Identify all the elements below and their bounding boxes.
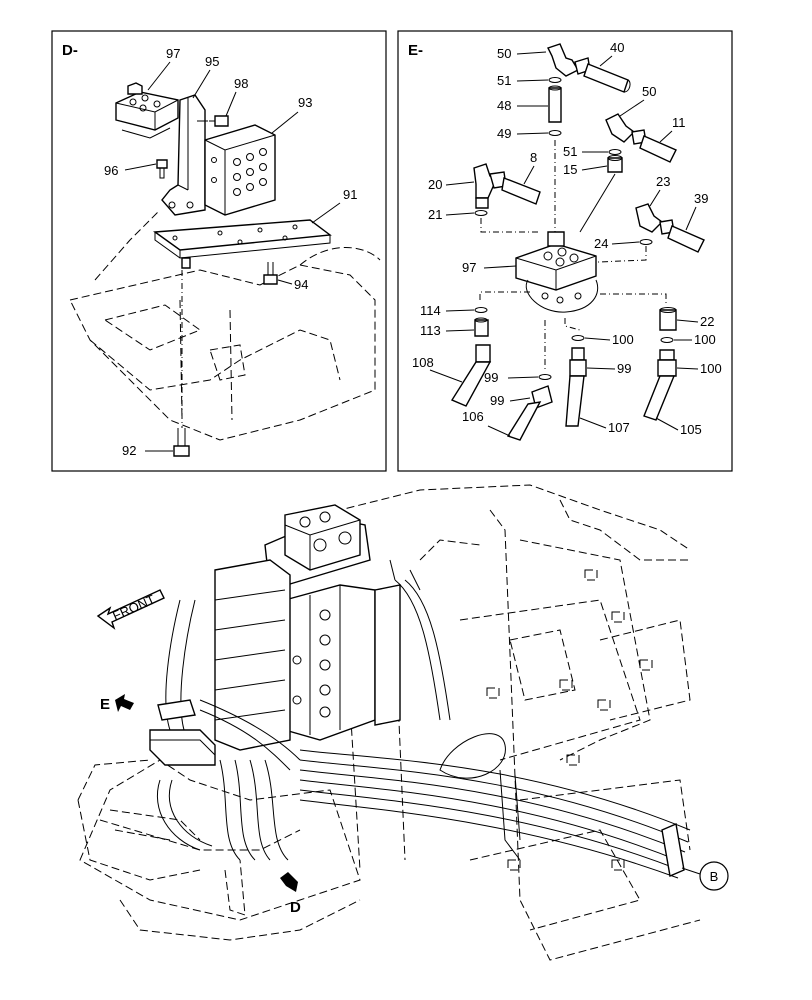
bolt-92 <box>173 270 190 457</box>
callout-e-51-right: 51 <box>563 144 577 159</box>
hoses-left <box>149 599 301 861</box>
fitting-15 <box>607 155 623 173</box>
callout-e-50-top: 50 <box>497 46 511 61</box>
machine-frame-outline <box>79 484 701 961</box>
view-arrow-d: D <box>280 872 301 916</box>
callout-b-circle <box>699 861 729 891</box>
callout-e-113: 113 <box>420 323 441 338</box>
callout-d-94: 94 <box>294 277 308 292</box>
bracket-95 <box>161 94 206 216</box>
panel-e-frame <box>397 30 733 472</box>
oring-100-lower <box>538 374 552 380</box>
panel-d: D- <box>51 30 387 472</box>
panel-e: E- <box>397 30 733 472</box>
valve-block-93 <box>204 124 276 216</box>
callout-e-50-right: 50 <box>642 84 656 99</box>
elbow-fitting-50-top <box>547 43 631 93</box>
oring-51-top <box>548 77 562 83</box>
adapter-48 <box>548 85 562 123</box>
callout-b-label: B <box>710 869 719 884</box>
callout-e-22: 22 <box>700 314 714 329</box>
callout-e-97: 97 <box>462 260 476 275</box>
callout-e-48: 48 <box>497 98 511 113</box>
fitting-22 <box>659 307 677 331</box>
oring-114 <box>474 307 488 313</box>
valve-block-97 <box>115 82 179 139</box>
view-arrow-e: E <box>100 694 134 713</box>
arrow-e-label: E <box>100 696 110 713</box>
control-valve-body <box>214 504 401 751</box>
callout-e-105: 105 <box>680 422 702 437</box>
elbow-fitting-20 <box>473 163 541 209</box>
oring-100-middle <box>571 335 585 341</box>
oring-51-right <box>608 149 622 155</box>
fitting-99-lower <box>506 385 553 441</box>
callout-d-96: 96 <box>104 163 118 178</box>
callout-e-114: 114 <box>420 303 441 318</box>
callout-d-91: 91 <box>343 187 357 202</box>
callout-d-93: 93 <box>298 95 312 110</box>
callout-d-98: 98 <box>234 76 248 91</box>
panel-d-frame <box>51 30 387 472</box>
front-label: FRONT <box>110 592 157 624</box>
panel-e-callouts: 50 40 51 48 49 50 11 51 15 8 20 23 39 <box>412 40 722 437</box>
callout-e-99-right: 100 <box>700 361 722 376</box>
adapter-113 <box>474 317 489 337</box>
callout-e-11: 11 <box>672 115 686 130</box>
fitting-99-right <box>643 349 677 421</box>
bolt-98 <box>197 115 229 127</box>
callout-e-51-top: 51 <box>497 73 511 88</box>
step-outline <box>77 759 246 916</box>
callout-e-108: 108 <box>412 355 434 370</box>
elbow-fitting-23 <box>635 203 705 253</box>
panel-e-header: E- <box>408 42 423 59</box>
callout-e-8: 8 <box>530 150 537 165</box>
oring-24 <box>639 239 653 245</box>
callout-e-39: 39 <box>694 191 708 206</box>
callout-e-107: 107 <box>608 420 630 435</box>
callout-e-23: 23 <box>656 174 670 189</box>
mounting-plate-91 <box>153 219 332 269</box>
callout-e-20: 20 <box>428 177 442 192</box>
callout-e-100-right: 100 <box>694 332 716 347</box>
hose-108 <box>450 344 492 407</box>
fitting-99-middle <box>565 347 587 427</box>
callout-e-100-lower: 99 <box>484 370 498 385</box>
bolt-96 <box>156 159 168 179</box>
front-direction-arrow: FRONT <box>96 589 165 630</box>
callout-b: B <box>681 861 729 891</box>
callout-e-100-middle: 100 <box>612 332 634 347</box>
main-assembly-view: FRONT E D B <box>77 484 729 961</box>
oring-21 <box>474 210 488 216</box>
elbow-fitting-50-right <box>605 113 677 163</box>
panel-d-callouts: 97 95 98 93 96 91 94 92 <box>104 46 357 458</box>
callout-e-24: 24 <box>594 236 608 251</box>
bolt-94 <box>263 262 278 285</box>
callout-e-21: 21 <box>428 207 442 222</box>
arrow-d-label: D <box>290 899 301 916</box>
oring-49 <box>548 130 562 136</box>
callout-d-92: 92 <box>122 443 136 458</box>
callout-e-49: 49 <box>497 126 511 141</box>
callout-d-95: 95 <box>205 54 219 69</box>
valve-block-97-e <box>515 231 598 313</box>
callout-d-97: 97 <box>166 46 180 61</box>
callout-e-99-lower: 99 <box>490 393 504 408</box>
panel-d-frame-outline <box>69 209 381 441</box>
callout-e-99-middle: 99 <box>617 361 631 376</box>
callout-e-40: 40 <box>610 40 624 55</box>
oring-100-right <box>660 337 674 343</box>
callout-e-15: 15 <box>563 162 577 177</box>
panel-e-explosion-lines <box>479 140 667 370</box>
panel-d-header: D- <box>62 42 78 59</box>
callout-e-106: 106 <box>462 409 484 424</box>
hose-bundle <box>299 559 691 879</box>
